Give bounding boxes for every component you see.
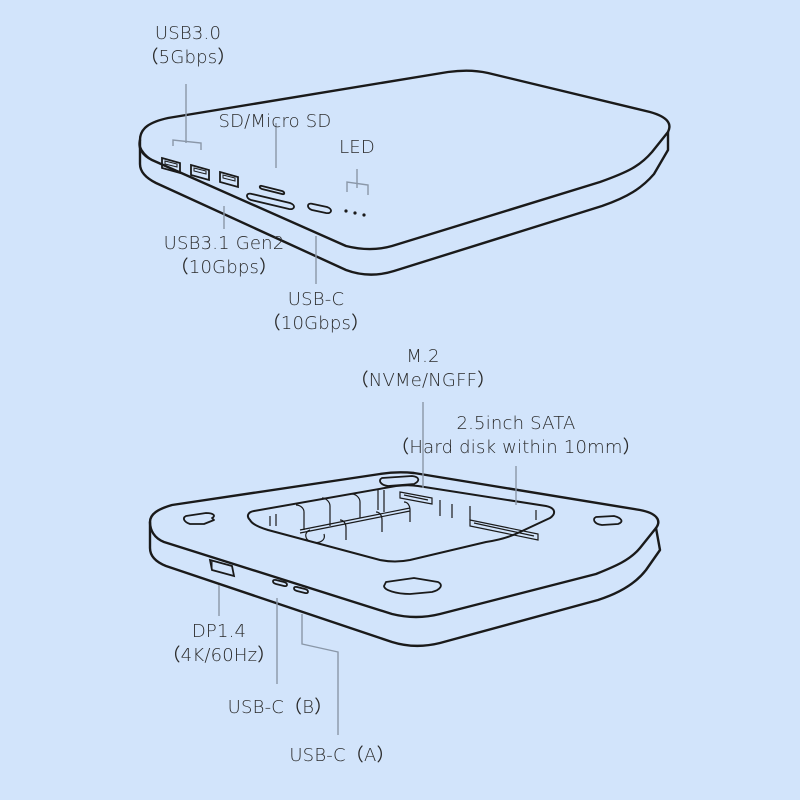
top-device-ports: [161, 156, 332, 215]
callout-usbc-speed: （10Gbps）: [262, 313, 370, 334]
bottom-device-ports: [208, 558, 309, 595]
led-indicators: [344, 209, 366, 217]
drive-bay-internals: [269, 490, 539, 544]
callout-usb31-speed: （10Gbps）: [170, 257, 278, 278]
usb-a-port-2: [190, 163, 210, 182]
callout-usbc-a: USB-C（A）: [280, 744, 404, 768]
foot-pad-left: [183, 512, 215, 525]
top-device-front-wall: [138, 130, 670, 276]
usb-c-port-b: [272, 578, 288, 588]
callout-sd-title: SD/Micro SD: [218, 111, 332, 132]
drive-bay-recess: [246, 484, 556, 563]
callout-m2-type: （NVMe/NGFF）: [350, 370, 496, 391]
callout-dp-title: DP1.4: [191, 621, 247, 642]
bottom-device-leader-lines: [218, 402, 517, 735]
callout-m2-title: M.2: [406, 346, 440, 367]
top-device-leader-lines: [172, 84, 369, 284]
foot-pad-top: [379, 475, 420, 487]
callout-usb30: USB3.0 （5Gbps）: [138, 22, 238, 70]
callout-usbc-b-title: USB-C（B）: [227, 697, 333, 718]
bottom-device-front-wall: [148, 520, 662, 648]
usb-c-port-a: [293, 585, 309, 595]
callout-usbc-title: USB-C: [287, 289, 345, 310]
sd-slot: [246, 192, 295, 211]
usb-a-port-1: [161, 156, 181, 175]
callout-usbc-top: USB-C （10Gbps）: [256, 288, 376, 336]
foot-pad-front: [383, 577, 442, 595]
callout-m2: M.2 （NVMe/NGFF）: [346, 345, 500, 393]
callout-usb31-title: USB3.1 Gen2: [163, 233, 285, 254]
callout-usb30-speed: （5Gbps）: [140, 47, 236, 68]
bottom-device-top-surface: [148, 471, 660, 619]
callout-usb31: USB3.1 Gen2 （10Gbps）: [152, 232, 296, 280]
callout-sata-note: （Hard disk within 10mm）: [391, 437, 641, 458]
callout-led-title: LED: [339, 137, 375, 158]
callout-usbc-b: USB-C（B）: [218, 696, 342, 720]
microsd-slot: [258, 184, 286, 196]
callout-dp: DP1.4 （4K/60Hz）: [160, 620, 278, 668]
callout-dp-spec: （4K/60Hz）: [162, 645, 276, 666]
usb-a-port-3: [219, 170, 239, 189]
usb-c-port: [307, 202, 332, 215]
callout-usb30-title: USB3.0: [154, 23, 222, 44]
callout-sata-title: 2.5inch SATA: [456, 413, 576, 434]
displayport-port: [208, 558, 236, 578]
callout-sata: 2.5inch SATA （Hard disk within 10mm）: [386, 412, 646, 460]
callout-sd: SD/Micro SD: [210, 110, 340, 134]
callout-usbc-a-title: USB-C（A）: [289, 745, 395, 766]
top-device-top-surface: [138, 69, 671, 251]
callout-led: LED: [330, 136, 384, 160]
foot-pad-right: [593, 515, 623, 526]
